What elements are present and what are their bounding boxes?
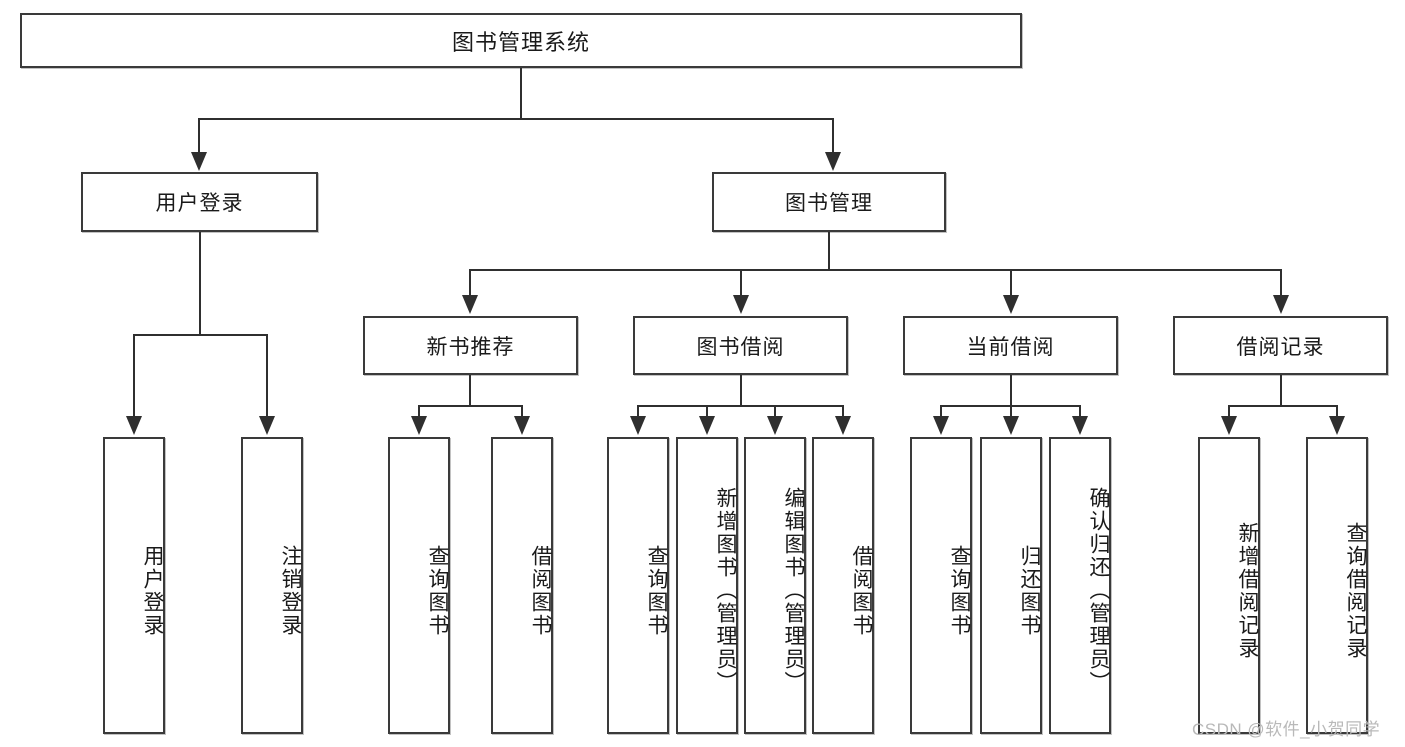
leaf-nbr-borrow-book[interactable]: 借阅图书 bbox=[491, 437, 553, 734]
arrowhead-to-new-book-recommend bbox=[462, 295, 478, 314]
connector-book-borrow-stem bbox=[740, 375, 742, 407]
leaf-logout[interactable]: 注销登录 bbox=[241, 437, 303, 734]
connector-to-leaf-bb-edit bbox=[774, 405, 776, 420]
node-user-login[interactable]: 用户登录 bbox=[81, 172, 318, 232]
arrowhead-to-leaf-br-query bbox=[1329, 416, 1345, 435]
connector-to-leaf-logout bbox=[266, 334, 268, 418]
arrowhead-to-leaf-bb-query bbox=[630, 416, 646, 435]
leaf-bb-edit-book[interactable]: 编辑图书（管理员） bbox=[744, 437, 806, 734]
leaf-bb-add-book[interactable]: 新增图书（管理员） bbox=[676, 437, 738, 734]
connector-book-management-stem bbox=[828, 232, 830, 271]
leaf-user-login[interactable]: 用户登录 bbox=[103, 437, 165, 734]
connector-to-leaf-nbr-query bbox=[418, 405, 420, 420]
connector-borrow-record-stem bbox=[1280, 375, 1282, 407]
arrowhead-to-leaf-user-login bbox=[126, 416, 142, 435]
node-label: 查询图书 bbox=[426, 544, 449, 637]
connector-to-leaf-bb-borrow bbox=[842, 405, 844, 420]
node-label: 借阅图书 bbox=[529, 544, 552, 637]
arrowhead-to-leaf-cb-confirm bbox=[1072, 416, 1088, 435]
connector-level2-bus bbox=[198, 118, 834, 120]
connector-level3-bus bbox=[469, 269, 1281, 271]
connector-to-leaf-nbr-borrow bbox=[521, 405, 523, 420]
arrowhead-to-leaf-br-add bbox=[1221, 416, 1237, 435]
node-label: 图书管理 bbox=[785, 192, 873, 215]
connector-to-leaf-bb-query bbox=[637, 405, 639, 420]
arrowhead-to-leaf-bb-borrow bbox=[835, 416, 851, 435]
arrowhead-to-leaf-nbr-query bbox=[411, 416, 427, 435]
connector-user-login-stem bbox=[199, 232, 201, 335]
node-book-borrow[interactable]: 图书借阅 bbox=[633, 316, 848, 375]
node-book-management[interactable]: 图书管理 bbox=[712, 172, 946, 232]
arrowhead-to-book-management bbox=[825, 152, 841, 171]
arrowhead-to-book-borrow bbox=[733, 295, 749, 314]
node-label: 查询图书 bbox=[948, 544, 971, 637]
node-label: 图书借阅 bbox=[696, 335, 785, 359]
connector-to-leaf-cb-return bbox=[1010, 405, 1012, 420]
leaf-cb-confirm-return[interactable]: 确认归还（管理员） bbox=[1049, 437, 1111, 734]
connector-to-leaf-user-login bbox=[133, 334, 135, 418]
node-label: 借阅图书 bbox=[850, 544, 873, 637]
connector-new-book-recommend-stem bbox=[469, 375, 471, 407]
connector-to-leaf-cb-confirm bbox=[1079, 405, 1081, 420]
arrowhead-to-leaf-cb-query bbox=[933, 416, 949, 435]
node-label: 新书推荐 bbox=[426, 335, 515, 359]
connector-to-leaf-bb-add bbox=[706, 405, 708, 420]
arrowhead-to-borrow-record bbox=[1273, 295, 1289, 314]
node-label: 用户登录 bbox=[141, 544, 164, 637]
connector-to-user-login bbox=[198, 118, 200, 154]
node-label: 用户登录 bbox=[155, 192, 244, 215]
node-label: 新增借阅记录 bbox=[1236, 521, 1259, 660]
node-new-book-recommend[interactable]: 新书推荐 bbox=[363, 316, 578, 375]
node-label: 确认归还（管理员） bbox=[1087, 487, 1110, 694]
connector-to-book-borrow bbox=[740, 269, 742, 297]
leaf-nbr-query-book[interactable]: 查询图书 bbox=[388, 437, 450, 734]
connector-current-borrow-stem bbox=[1010, 375, 1012, 407]
node-root-book-management-system[interactable]: 图书管理系统 bbox=[20, 13, 1022, 68]
arrowhead-to-leaf-logout bbox=[259, 416, 275, 435]
node-label: 注销登录 bbox=[279, 544, 302, 637]
leaf-bb-borrow-book[interactable]: 借阅图书 bbox=[812, 437, 874, 734]
connector-to-leaf-br-add bbox=[1228, 405, 1230, 420]
connector-to-leaf-br-query bbox=[1336, 405, 1338, 420]
connector-user-login-bus bbox=[133, 334, 268, 336]
csdn-watermark: CSDN @软件_小贺同学 bbox=[1192, 720, 1381, 739]
connector-to-current-borrow bbox=[1010, 269, 1012, 297]
connector-to-borrow-record bbox=[1280, 269, 1282, 297]
connector-new-book-recommend-bus bbox=[418, 405, 523, 407]
connector-borrow-record-bus bbox=[1228, 405, 1338, 407]
connector-to-book-management bbox=[832, 118, 834, 154]
leaf-cb-query-book[interactable]: 查询图书 bbox=[910, 437, 972, 734]
node-current-borrow[interactable]: 当前借阅 bbox=[903, 316, 1118, 375]
arrowhead-to-leaf-bb-add bbox=[699, 416, 715, 435]
connector-book-borrow-bus bbox=[637, 405, 844, 407]
node-label: 查询图书 bbox=[645, 544, 668, 637]
arrowhead-to-user-login bbox=[191, 152, 207, 171]
node-label: 借阅记录 bbox=[1236, 335, 1325, 359]
node-label: 新增图书（管理员） bbox=[714, 487, 737, 694]
node-label: 当前借阅 bbox=[966, 335, 1055, 359]
arrowhead-to-current-borrow bbox=[1003, 295, 1019, 314]
connector-root-stem bbox=[520, 68, 522, 119]
node-borrow-record[interactable]: 借阅记录 bbox=[1173, 316, 1388, 375]
connector-to-leaf-cb-query bbox=[940, 405, 942, 420]
arrowhead-to-leaf-cb-return bbox=[1003, 416, 1019, 435]
arrowhead-to-leaf-nbr-borrow bbox=[514, 416, 530, 435]
leaf-br-add-record[interactable]: 新增借阅记录 bbox=[1198, 437, 1260, 734]
node-label: 归还图书 bbox=[1018, 544, 1041, 637]
leaf-cb-return-book[interactable]: 归还图书 bbox=[980, 437, 1042, 734]
node-label: 编辑图书（管理员） bbox=[782, 487, 805, 694]
leaf-br-query-record[interactable]: 查询借阅记录 bbox=[1306, 437, 1368, 734]
arrowhead-to-leaf-bb-edit bbox=[767, 416, 783, 435]
node-label: 图书管理系统 bbox=[451, 29, 590, 55]
leaf-bb-query-book[interactable]: 查询图书 bbox=[607, 437, 669, 734]
connector-to-new-book-recommend bbox=[469, 269, 471, 297]
node-label: 查询借阅记录 bbox=[1344, 521, 1367, 660]
